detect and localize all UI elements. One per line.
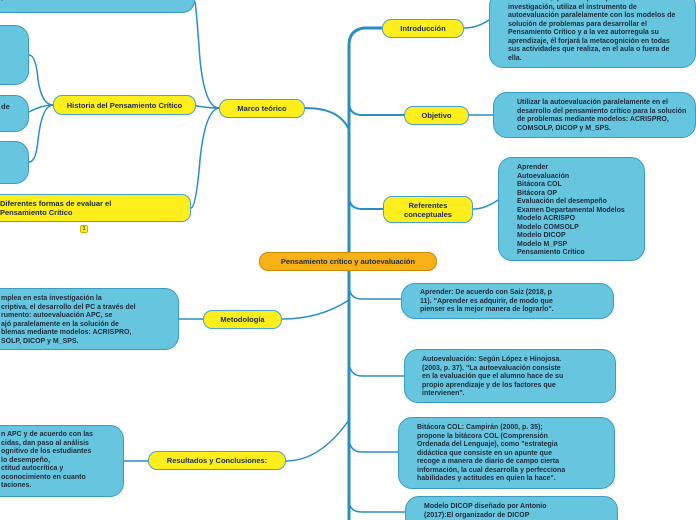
count-badge[interactable]: 1 xyxy=(80,225,88,233)
objetivo-text[interactable]: Utilizar la autoevaluación paralelamente… xyxy=(493,92,696,138)
introduccion-node[interactable]: Introducción xyxy=(382,19,464,38)
referentes-item[interactable]: Autoevaluación xyxy=(517,172,570,180)
referentes-item[interactable]: Evaluación del desempeño xyxy=(517,198,607,206)
resultados-text[interactable]: n APC y de acuerdo con las cidas, dan pa… xyxy=(0,425,124,497)
formas-evaluar-node[interactable]: Diferentes formas de evaluar el Pensamie… xyxy=(0,194,191,222)
referentes-item[interactable]: Examen Departamental Modelos xyxy=(517,206,625,214)
referentes-list[interactable]: Aprender Autoevaluación Bitácora COL Bit… xyxy=(498,157,645,261)
referentes-item[interactable]: Modelo DICOP xyxy=(517,232,566,240)
referentes-item[interactable]: Bitácora OP xyxy=(517,189,558,197)
marco-teorico-node[interactable]: Marco teórico xyxy=(219,99,305,118)
historia-child-1[interactable] xyxy=(0,25,29,85)
historia-node[interactable]: Historia del Pensamiento Crítico xyxy=(53,95,196,115)
referentes-item[interactable]: Pensamiento Crítico xyxy=(517,249,585,257)
referentes-item[interactable]: Aprender xyxy=(517,164,549,171)
introduccion-text[interactable]: el estudiante, que es el parte primordia… xyxy=(489,0,696,68)
objetivo-node[interactable]: Objetivo xyxy=(404,106,469,125)
autoevaluacion-node[interactable]: Autoevaluación: Según López e Hinojosa. … xyxy=(404,349,616,403)
bitacora-node[interactable]: Bitácora COL: Campirán (2000, p. 35); pr… xyxy=(398,417,615,489)
historia-child-3[interactable] xyxy=(0,141,29,184)
referentes-node[interactable]: Referentes conceptuales xyxy=(383,196,473,223)
top-cut-node[interactable]: para la Solución de Problemas" xyxy=(0,0,195,13)
referentes-item[interactable]: Modelo COMSOLP xyxy=(517,223,579,231)
metodologia-node[interactable]: Metodología xyxy=(203,310,282,329)
historia-child-2[interactable]: de xyxy=(0,95,29,132)
metodologia-text[interactable]: mplea en esta investigación la criptiva,… xyxy=(0,288,179,350)
spine-line xyxy=(347,26,384,520)
referentes-item[interactable]: Modelo M_PSP xyxy=(517,240,568,248)
aprender-node[interactable]: Aprender: De acuerdo con Saiz (2018, p 1… xyxy=(401,283,614,319)
central-topic[interactable]: Pensamiento crítico y autoevaluación xyxy=(259,252,437,271)
dicop-node[interactable]: Modelo DICOP diseñado por Antonio (2017)… xyxy=(405,496,618,520)
referentes-item[interactable]: Modelo ACRISPO xyxy=(517,215,576,223)
referentes-item[interactable]: Bitácora COL xyxy=(517,181,562,189)
resultados-node[interactable]: Resultados y Conclusiones: xyxy=(148,451,286,470)
